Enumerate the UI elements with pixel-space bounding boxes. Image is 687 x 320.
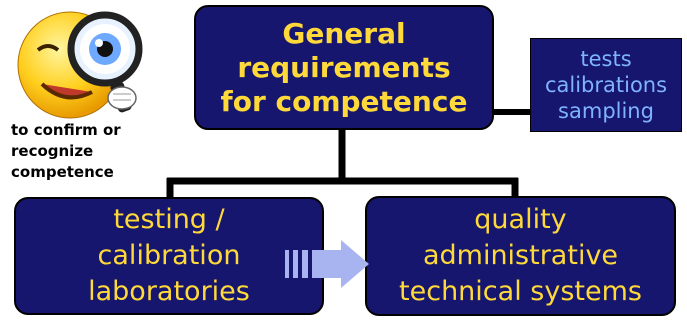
caption-text: to confirm or recognize competence [11, 121, 121, 181]
systems-text: quality administrative technical systems [399, 204, 642, 307]
general-requirements-box: General requirements for competence [194, 5, 494, 130]
tests-calibrations-text: tests calibrations sampling [544, 47, 668, 123]
smiley-magnifier-icon [17, 11, 143, 119]
systems-box: quality administrative technical systems [365, 196, 676, 316]
right-arrow-icon [285, 240, 369, 288]
laboratories-box: testing / calibration laboratories [14, 197, 324, 315]
laboratories-text: testing / calibration laboratories [88, 204, 250, 307]
general-requirements-text: General requirements for competence [220, 16, 468, 118]
tests-calibrations-box: tests calibrations sampling [530, 38, 682, 132]
